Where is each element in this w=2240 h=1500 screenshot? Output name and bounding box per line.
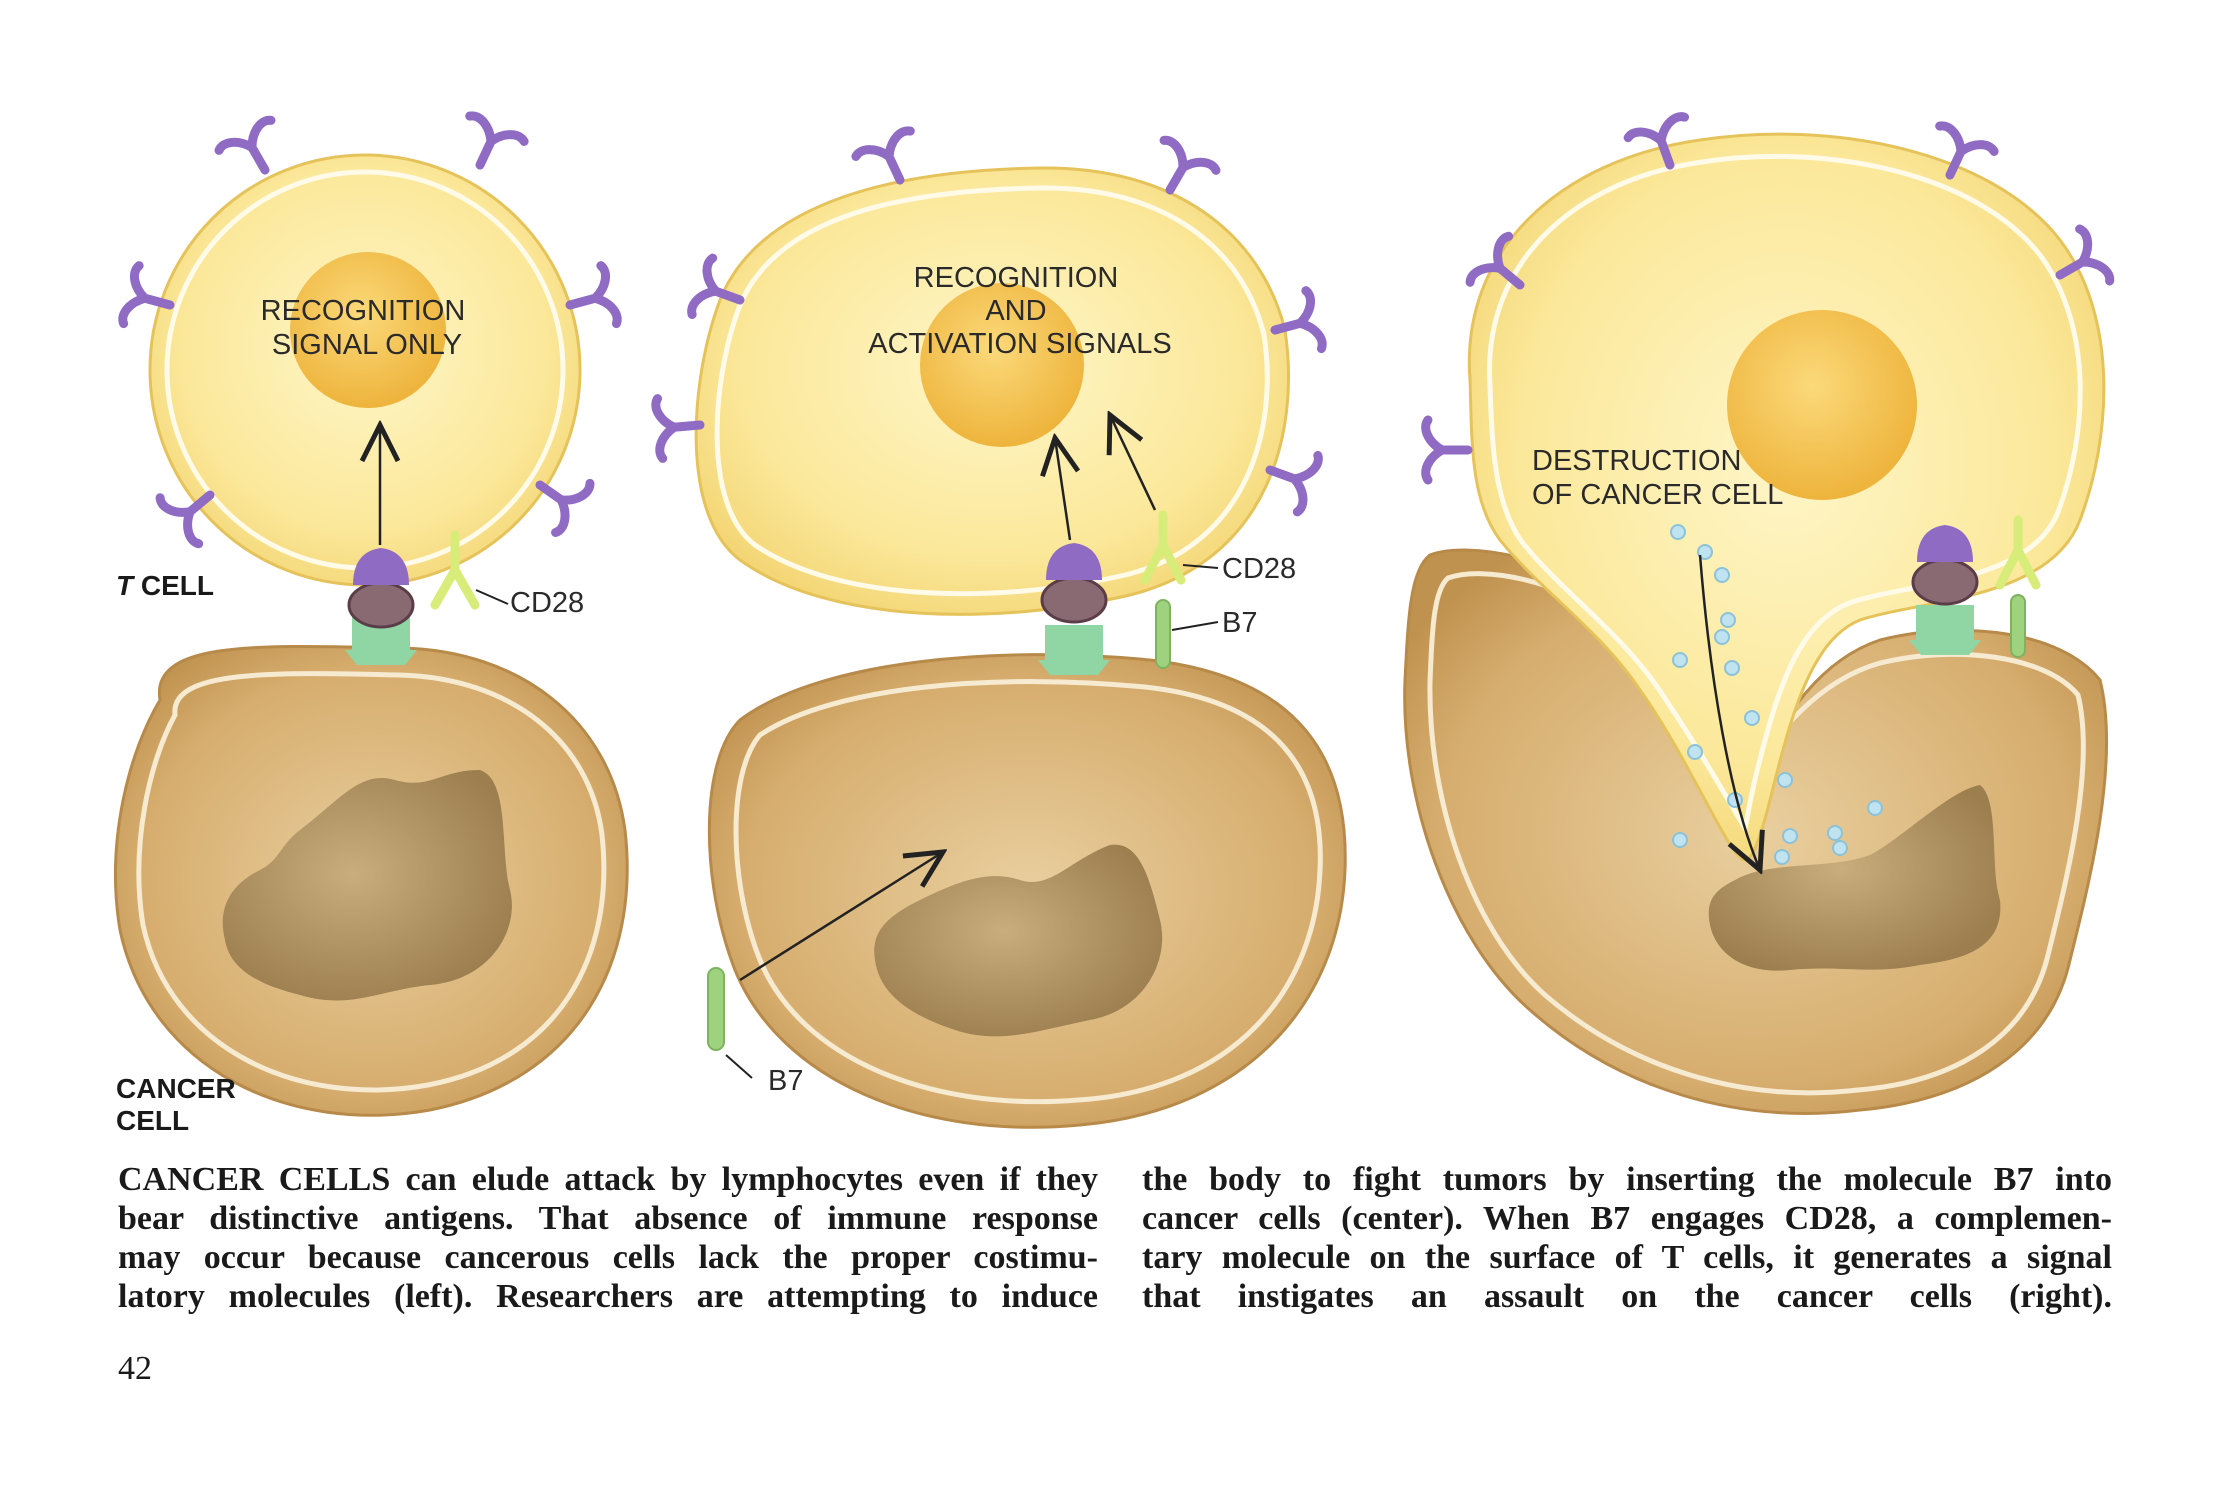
t-cell-label: T CELL bbox=[116, 570, 214, 601]
b7-molecule-center bbox=[1155, 599, 1171, 669]
cd28-molecule-right bbox=[1995, 515, 2041, 590]
caption-line: cancer cells (center). When B7 engages C… bbox=[1142, 1200, 2112, 1237]
tcr-mhc-complex-center bbox=[1038, 543, 1110, 675]
panel-right: DESTRUCTION OF CANCER CELL bbox=[1403, 115, 2112, 1115]
caption-line: the body to fight tumors by inserting th… bbox=[1142, 1161, 2112, 1198]
panel-left: CD28 RECOGNITION SIGNAL ONLY T CELL CANC… bbox=[114, 114, 629, 1136]
caption-line: that instigates an assault on the cancer… bbox=[1142, 1278, 2112, 1315]
cd28-label-center: CD28 bbox=[1222, 553, 1296, 585]
cd28-molecule-left bbox=[430, 530, 480, 610]
caption-line: CANCER CELLS can elude attack by lymphoc… bbox=[118, 1161, 1098, 1198]
destruction-arrow bbox=[1698, 554, 1760, 870]
cytotoxic-granules bbox=[1670, 524, 1883, 865]
receptor-icon bbox=[1426, 420, 1468, 480]
caption-line: latory molecules (left). Researchers are… bbox=[118, 1278, 1098, 1315]
label-recognition-signal-only: RECOGNITION SIGNAL ONLY bbox=[261, 295, 474, 361]
label-destruction: DESTRUCTION OF CANCER CELL bbox=[1532, 445, 1783, 511]
cd28-molecule-center bbox=[1140, 510, 1186, 585]
tcr-mhc-complex-left bbox=[345, 548, 417, 665]
t-cell-nucleus-center bbox=[920, 283, 1084, 447]
label-recognition-activation: RECOGNITION AND ACTIVATION SIGNALS bbox=[868, 262, 1171, 360]
page-number: 42 bbox=[118, 1350, 152, 1387]
t-cell-right bbox=[1467, 132, 2106, 862]
caption-line: tary molecule on the surface of T cells,… bbox=[1142, 1239, 2112, 1276]
b7-label-center: B7 bbox=[1222, 607, 1257, 639]
tcr-mhc-complex-right bbox=[1909, 525, 1981, 655]
cd28-label-left: CD28 bbox=[510, 587, 584, 619]
b7-molecule-inserted bbox=[707, 967, 725, 1051]
signal-arrow-center-1 bbox=[1055, 438, 1070, 541]
insertion-arrow bbox=[739, 852, 943, 982]
caption-line: bear distinctive antigens. That absence … bbox=[118, 1200, 1098, 1237]
cancer-nucleus-left bbox=[222, 770, 512, 1001]
cancer-cell-label: CANCER CELL bbox=[116, 1073, 244, 1136]
panel-center: CD28 B7 B7 RECOGNITION AND ACTIVATION SI… bbox=[655, 129, 1347, 1129]
receptor-icon bbox=[453, 114, 525, 178]
caption-right-column: the body to fight tumors by inserting th… bbox=[1142, 1160, 2112, 1316]
caption-line: may occur because cancerous cells lack t… bbox=[118, 1239, 1098, 1276]
t-cell-nucleus-right bbox=[1727, 310, 1917, 500]
b7-molecule-right bbox=[2010, 594, 2026, 658]
signal-arrow-center-2 bbox=[1110, 415, 1157, 511]
t-cell-nucleus-left bbox=[290, 252, 446, 408]
cancer-nucleus-right bbox=[1708, 785, 2001, 971]
cancer-nucleus-center bbox=[874, 844, 1163, 1037]
b7-label-inserted: B7 bbox=[768, 1065, 803, 1097]
caption-left-column: CANCER CELLS can elude attack by lymphoc… bbox=[118, 1160, 1098, 1316]
